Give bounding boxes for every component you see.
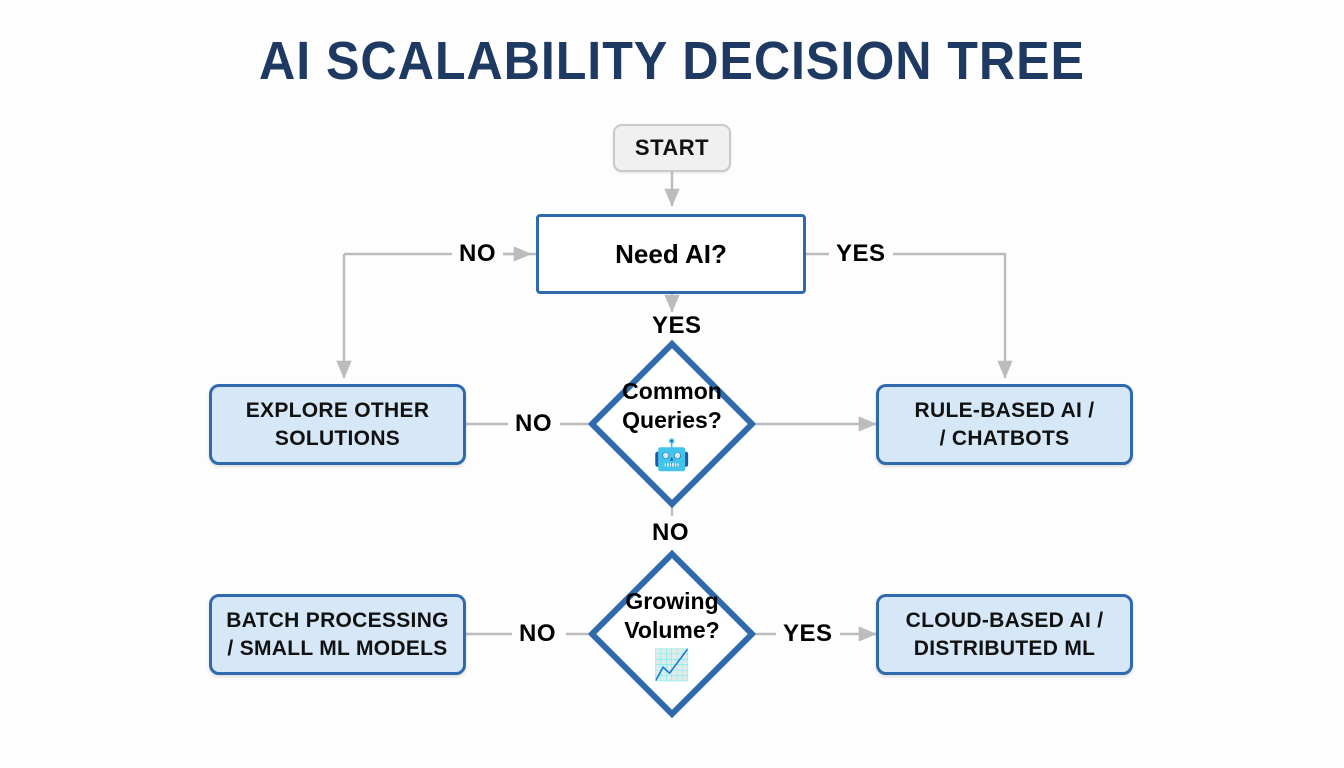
node-cloud-based-ai-line1: CLOUD-BASED AI /: [905, 608, 1104, 632]
node-start-label: START: [634, 135, 710, 160]
edge-label-growing-volume-yes: YES: [776, 620, 840, 648]
common-queries-diamond-shape: [588, 340, 756, 508]
edge-label-need-ai-yes-right: YES: [829, 240, 893, 268]
edge-need-ai-yes-elbow: [890, 252, 1013, 379]
node-explore-other-solutions[interactable]: EXPLORE OTHER SOLUTIONS: [209, 384, 466, 465]
node-common-queries[interactable]: Common Queries? 🤖: [588, 340, 756, 508]
node-growing-volume[interactable]: Growing Volume? 📈: [588, 550, 756, 718]
node-need-ai[interactable]: Need AI?: [536, 214, 806, 294]
edge-label-growing-volume-no: NO: [512, 620, 563, 648]
node-rule-based-ai-line1: RULE-BASED AI /: [914, 398, 1095, 422]
growing-volume-diamond-shape: [588, 550, 756, 718]
edge-label-need-ai-no: NO: [452, 240, 503, 268]
edge-label-common-queries-no-left: NO: [508, 410, 559, 438]
node-batch-processing-line2: / SMALL ML MODELS: [227, 636, 448, 660]
node-cloud-based-ai[interactable]: CLOUD-BASED AI / DISTRIBUTED ML: [876, 594, 1133, 675]
node-rule-based-ai[interactable]: RULE-BASED AI / / CHATBOTS: [876, 384, 1133, 465]
node-need-ai-label: Need AI?: [615, 238, 727, 269]
node-cloud-based-ai-line2: DISTRIBUTED ML: [913, 636, 1096, 660]
node-start[interactable]: START: [613, 124, 731, 172]
page-title: AI SCALABILITY DECISION TREE: [259, 31, 1085, 91]
node-explore-other-solutions-line2: SOLUTIONS: [274, 426, 401, 450]
node-batch-processing[interactable]: BATCH PROCESSING / SMALL ML MODELS: [209, 594, 466, 675]
edge-label-need-ai-yes-down: YES: [645, 312, 709, 340]
node-batch-processing-line1: BATCH PROCESSING: [226, 608, 449, 632]
node-explore-other-solutions-line1: EXPLORE OTHER: [245, 398, 430, 422]
node-rule-based-ai-line2: / CHATBOTS: [939, 426, 1070, 450]
edge-label-common-queries-no-down: NO: [645, 519, 696, 547]
